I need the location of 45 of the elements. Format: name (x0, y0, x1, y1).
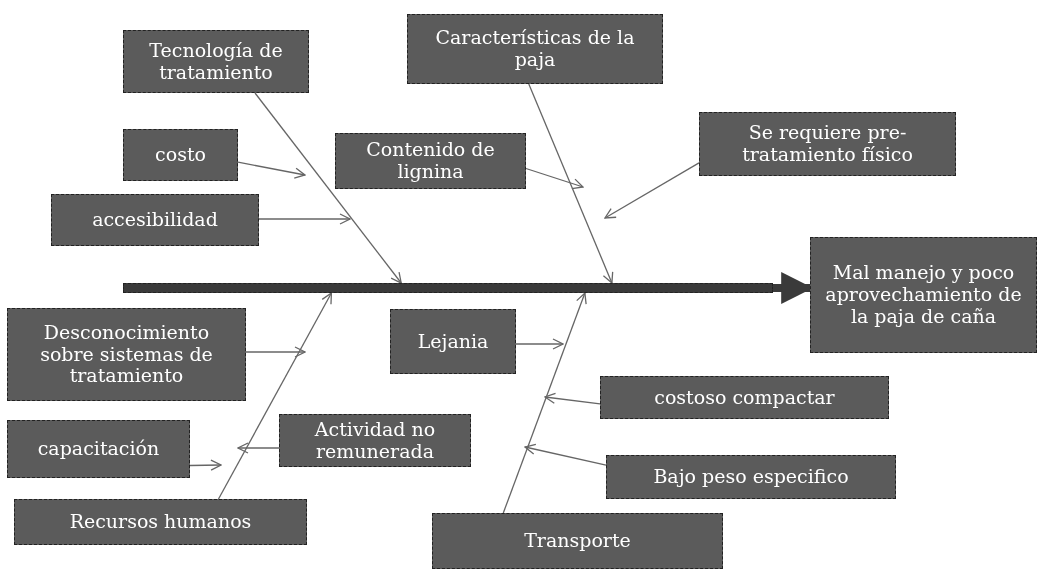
cause-box (390, 309, 516, 374)
cause-label: costoso compactar (654, 386, 835, 409)
cause-box (14, 499, 307, 545)
cause-box (600, 376, 889, 419)
cause-label: capacitación (37, 438, 160, 460)
cause-box (123, 30, 309, 93)
cause-label: Desconocimiento sobre sistemas de tratamiento (39, 321, 214, 388)
cause-label: Se requiere pre-tratamiento físico (741, 122, 914, 166)
cause-label: costo (155, 144, 206, 166)
arrow (524, 443, 607, 466)
arrow (237, 442, 280, 454)
cause-box (407, 14, 663, 84)
spine-bar (123, 283, 773, 293)
cause-box (7, 308, 246, 401)
arrow (245, 346, 306, 358)
arrow (189, 459, 222, 471)
arrow (515, 338, 564, 350)
arrow (258, 213, 351, 225)
arrow (217, 292, 333, 500)
effect-box (810, 237, 1037, 353)
cause-box (335, 133, 526, 189)
arrow (544, 392, 601, 405)
cause-label: Transporte (524, 530, 631, 552)
cause-label: Bajo peso especifico (653, 466, 849, 488)
effect-label: Mal manejo y poco aprovechamiento de la paja de caña (824, 262, 1023, 328)
cause-box (699, 112, 956, 176)
cause-label: Recursos humanos (69, 511, 252, 533)
cause-label: Características de la paja (434, 27, 636, 71)
arrow (502, 292, 587, 514)
cause-label: Lejania (417, 330, 489, 353)
cause-box (51, 194, 259, 246)
cause-box (279, 414, 471, 467)
cause-label: Tecnología de tratamiento (148, 39, 284, 84)
cause-label: Actividad no remunerada (313, 418, 437, 463)
arrow (604, 162, 700, 219)
cause-box (606, 455, 896, 499)
cause-label: Contenido de lignina (365, 139, 496, 183)
cause-box (123, 129, 238, 181)
arrow (254, 92, 402, 284)
cause-box (432, 513, 723, 569)
arrow (237, 161, 306, 179)
arrow (525, 167, 584, 190)
cause-label: accesibilidad (92, 209, 218, 231)
cause-box (7, 420, 190, 478)
arrow (528, 83, 614, 284)
